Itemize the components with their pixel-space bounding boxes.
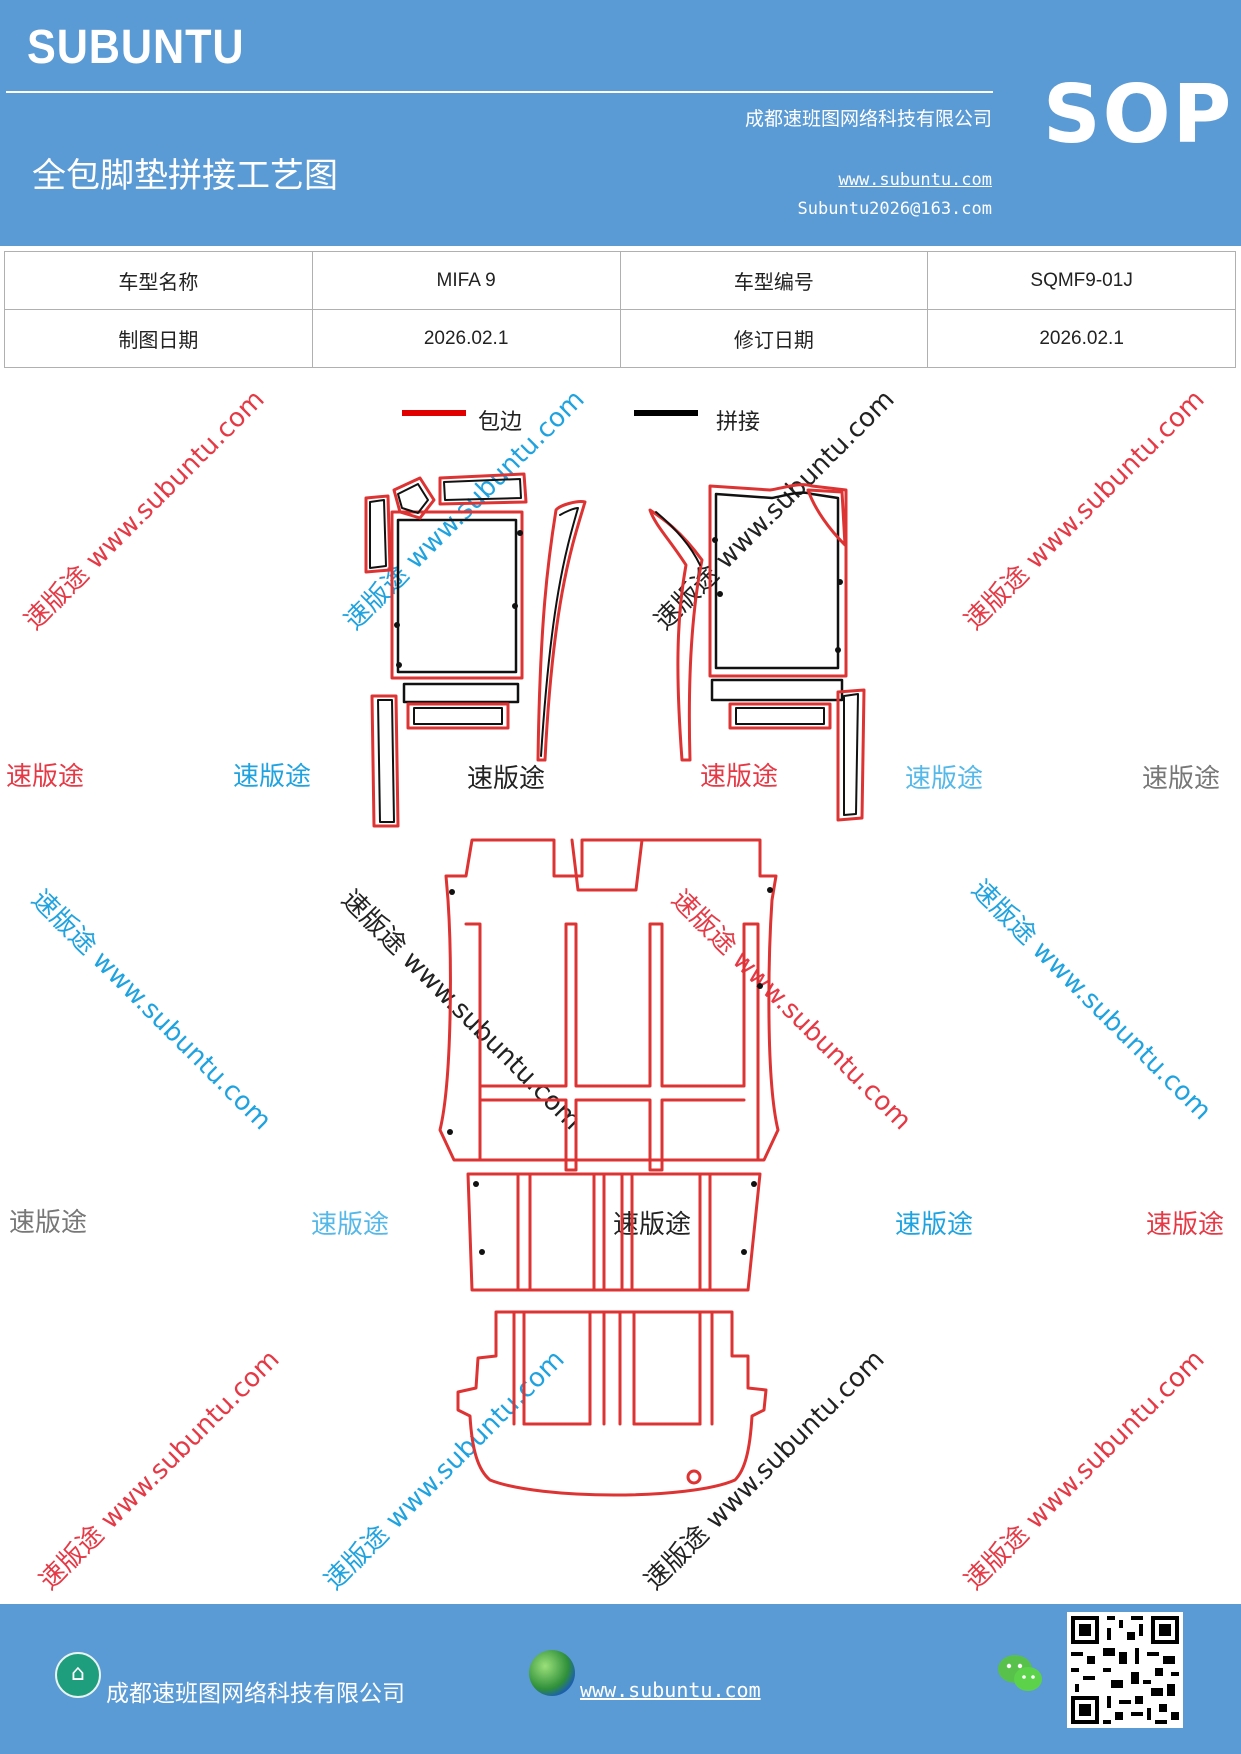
page-title: 全包脚垫拼接工艺图 — [32, 156, 338, 196]
watermark: 速版途 — [9, 1208, 88, 1238]
watermark: 速版途 www.subuntu.com — [665, 884, 918, 1137]
home-icon: ⌂ — [55, 1652, 101, 1698]
revise-date-value: 2026.02.1 — [927, 309, 1236, 368]
watermark: 速版途 — [700, 762, 779, 792]
footer-website-link[interactable]: www.subuntu.com — [580, 1678, 761, 1702]
watermark: 速版途 www.subuntu.com — [25, 884, 278, 1137]
watermark: 速版途 — [6, 762, 85, 792]
legend-splice-label: 拼接 — [716, 410, 761, 435]
model-code-value: SQMF9-01J — [927, 251, 1236, 310]
watermark: 速版途 — [233, 762, 312, 792]
email-address: Subuntu2026@163.com — [797, 199, 992, 219]
model-name-value: MIFA 9 — [311, 251, 621, 310]
middle-floor-mats — [438, 838, 780, 1292]
watermark: 速版途 — [311, 1210, 390, 1240]
legend-splice-swatch — [634, 410, 698, 416]
footer-company-name: 成都速班图网络科技有限公司 — [106, 1681, 405, 1707]
watermark: 速版途 www.subuntu.com — [18, 384, 271, 637]
watermark: 速版途 — [1146, 1210, 1225, 1240]
watermark: 速版途 www.subuntu.com — [33, 1344, 286, 1597]
model-name-label: 车型名称 — [4, 251, 313, 310]
watermark: 速版途 — [905, 764, 984, 794]
header-divider — [6, 91, 993, 93]
watermark: 速版途 — [613, 1210, 692, 1240]
legend-edge-label: 包边 — [478, 410, 523, 435]
wechat-icon — [998, 1655, 1042, 1691]
watermark: 速版途 — [1142, 764, 1221, 794]
watermark: 速版途 — [895, 1210, 974, 1240]
legend-edge-swatch — [402, 410, 466, 416]
watermark: 速版途 www.subuntu.com — [965, 874, 1218, 1127]
company-name: 成都速班图网络科技有限公司 — [744, 108, 992, 130]
qr-code[interactable] — [1067, 1612, 1183, 1728]
watermark: 速版途 www.subuntu.com — [338, 384, 591, 637]
watermark: 速版途 www.subuntu.com — [958, 384, 1211, 637]
model-code-label: 车型编号 — [619, 251, 929, 310]
watermark: 速版途 www.subuntu.com — [958, 1344, 1211, 1597]
front-left-mats — [364, 472, 587, 828]
draw-date-label: 制图日期 — [4, 309, 313, 368]
website-link[interactable]: www.subuntu.com — [838, 170, 992, 190]
table-row: 车型名称 MIFA 9 车型编号 SQMF9-01J — [4, 251, 1236, 310]
globe-icon — [529, 1650, 575, 1696]
rear-floor-mats — [456, 1310, 768, 1497]
watermark: 速版途 www.subuntu.com — [638, 1344, 891, 1597]
header-banner — [0, 0, 1241, 246]
watermark: 速版途 — [467, 764, 546, 794]
revise-date-label: 修订日期 — [619, 309, 929, 368]
watermark: 速版途 www.subuntu.com — [318, 1344, 571, 1597]
sop-badge: SOP — [1043, 68, 1234, 161]
draw-date-value: 2026.02.1 — [311, 309, 621, 368]
watermark: 速版途 www.subuntu.com — [335, 884, 588, 1137]
vehicle-info-table: 车型名称 MIFA 9 车型编号 SQMF9-01J 制图日期 2026.02.… — [4, 251, 1236, 368]
front-right-mats — [648, 483, 866, 822]
watermark: 速版途 www.subuntu.com — [648, 384, 901, 637]
brand-logo-text: SUBUNTU — [27, 21, 245, 74]
table-row: 制图日期 2026.02.1 修订日期 2026.02.1 — [4, 309, 1236, 368]
